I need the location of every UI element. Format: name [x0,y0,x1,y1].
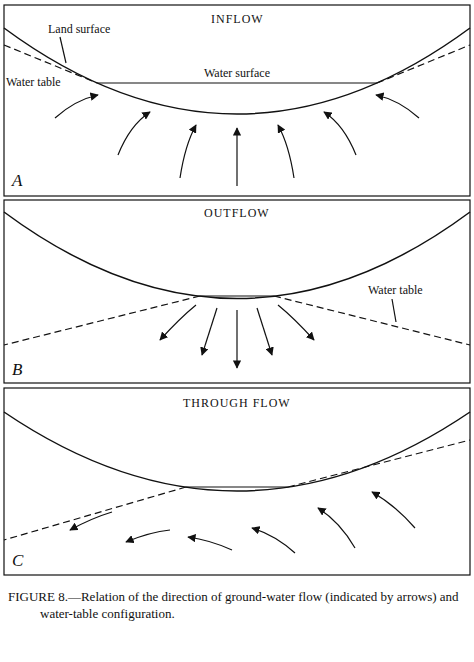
callout-label: Land surface [48,22,110,36]
water-surface [200,295,274,296]
panel-frame [4,200,470,383]
land-surface [4,412,470,491]
flow-arrows [55,95,419,186]
figure-caption: FIGURE 8.—Relation of the direction of g… [8,588,466,622]
panel-frame [4,388,470,575]
panel-heading: INFLOW [211,12,264,26]
panel-heading: OUTFLOW [204,206,270,220]
leader-line [60,37,66,63]
panel-heading: THROUGH FLOW [183,396,291,410]
panel-letter: B [12,361,22,379]
water-surface [97,82,377,83]
panel-letter: A [12,172,22,190]
land-surface [4,28,470,114]
panel-frame [4,5,470,196]
water-surface [186,486,288,487]
flow-arrows [70,492,415,553]
flow-arrows [160,305,314,368]
callout-label: Water table [6,75,61,89]
panel-letter: C [12,552,23,570]
land-surface [4,212,470,299]
water-table [274,296,470,345]
water-table [4,296,200,345]
water-table [377,45,470,83]
leader-line [392,299,396,322]
water-table [288,440,470,487]
callout-label: Water table [368,283,423,297]
callout-label: Water surface [204,66,270,80]
